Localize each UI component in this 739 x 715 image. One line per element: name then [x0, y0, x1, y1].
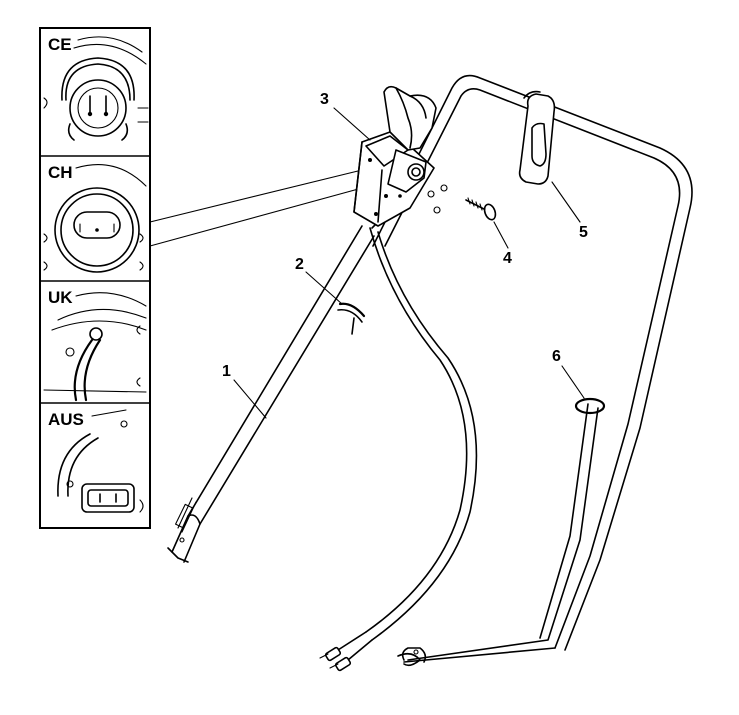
callout-4: 4	[503, 250, 512, 267]
upper-handle-bar	[372, 74, 693, 667]
inset-leader-lines	[149, 169, 363, 247]
callout-6: 6	[552, 348, 561, 365]
callout-3: 3	[320, 91, 329, 108]
inset-label-uk: UK	[48, 288, 73, 307]
ce-socket-icon	[69, 79, 127, 137]
uk-cable-entry-icon	[89, 327, 103, 341]
callout-2: 2	[295, 256, 304, 273]
callout-1: 1	[222, 363, 231, 380]
inset-label-ce: CE	[48, 35, 72, 54]
inset-label-aus: AUS	[48, 410, 84, 429]
power-cable	[319, 227, 478, 672]
inset-panel-aus: AUS	[48, 409, 144, 513]
ch-socket-icon	[54, 187, 140, 273]
plug-variant-inset: CE CH	[39, 27, 151, 529]
upper-cable-clip	[574, 397, 606, 415]
cable-clip	[337, 302, 366, 335]
callout-5: 5	[579, 224, 588, 241]
inset-panel-ch: CH	[43, 163, 147, 273]
switch-lever	[383, 85, 437, 151]
lower-handle-bar	[167, 221, 379, 563]
screw	[465, 197, 497, 221]
inset-panel-uk: UK	[43, 288, 147, 402]
cable-hook	[518, 90, 556, 185]
callout-labels: 1 2 3 4 5 6	[222, 91, 588, 419]
right-leg	[401, 403, 599, 663]
inset-label-ch: CH	[48, 163, 73, 182]
aus-socket-icon	[81, 483, 135, 513]
inset-panel-ce: CE	[43, 35, 149, 141]
